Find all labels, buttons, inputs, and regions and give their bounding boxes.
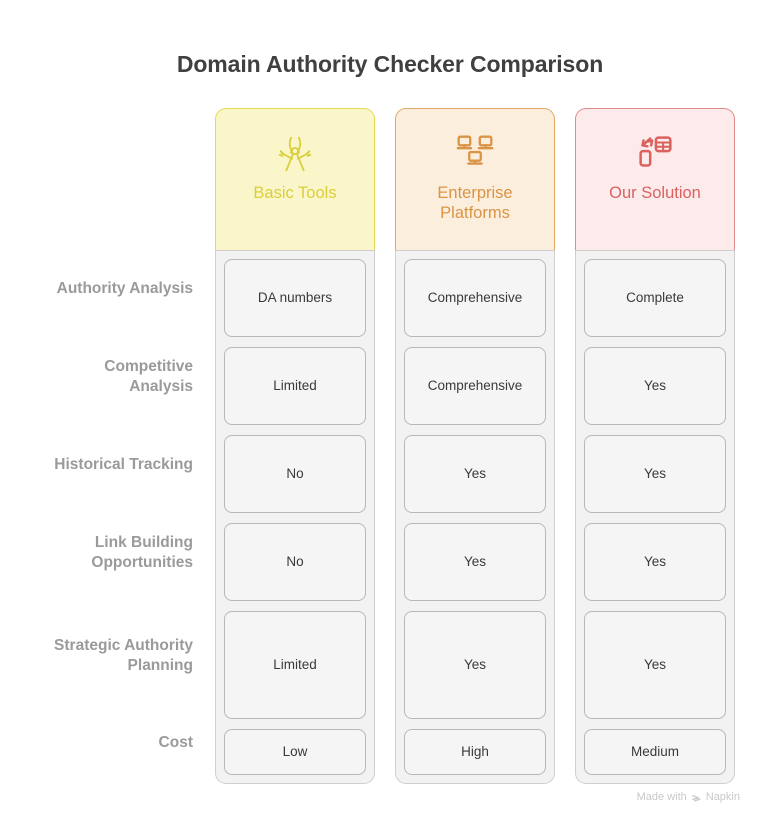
row-label: Strategic Authority Planning: [54, 637, 193, 674]
networked-computers-icon: [452, 127, 498, 179]
row-label: Competitive Analysis: [104, 358, 193, 395]
table-cell: High: [404, 729, 546, 775]
footer-brand-label: Napkin: [705, 791, 740, 803]
column-title: Our Solution: [609, 184, 701, 202]
table-cell: Comprehensive: [404, 259, 546, 337]
row-label: Cost: [158, 734, 193, 752]
table-cell: Yes: [404, 523, 546, 601]
table-cell: Yes: [404, 435, 546, 513]
table-cell: Limited: [224, 347, 366, 425]
table-cell: Limited: [224, 611, 366, 719]
row-label: Link Building Opportunities: [91, 534, 193, 571]
napkin-logo-icon: [691, 793, 702, 804]
table-cell: Complete: [584, 259, 726, 337]
footer-attribution: Made with Napkin: [0, 791, 740, 803]
table-cell: Low: [224, 729, 366, 775]
table-cell: DA numbers: [224, 259, 366, 337]
row-label: Historical Tracking: [54, 456, 193, 474]
column-header-our-solution[interactable]: Our Solution: [575, 108, 735, 250]
table-cell: Yes: [584, 523, 726, 601]
column-header-basic-tools[interactable]: Basic Tools: [215, 108, 375, 250]
column-header-enterprise-platforms[interactable]: Enterprise Platforms: [395, 108, 555, 250]
table-cell: Comprehensive: [404, 347, 546, 425]
table-cell: Yes: [584, 347, 726, 425]
footer-made-with-label: Made with: [636, 791, 687, 803]
pliers-tool-icon: [272, 127, 318, 179]
table-cell: Yes: [404, 611, 546, 719]
row-label: Authority Analysis: [56, 280, 193, 298]
column-title: Enterprise Platforms: [437, 184, 513, 223]
column-title: Basic Tools: [253, 184, 337, 202]
table-cell: No: [224, 435, 366, 513]
table-cell: Yes: [584, 611, 726, 719]
table-cell: Medium: [584, 729, 726, 775]
table-cell: No: [224, 523, 366, 601]
page-title: Domain Authority Checker Comparison: [176, 51, 604, 77]
table-cell: Yes: [584, 435, 726, 513]
mobile-sync-grid-icon: [632, 127, 678, 179]
